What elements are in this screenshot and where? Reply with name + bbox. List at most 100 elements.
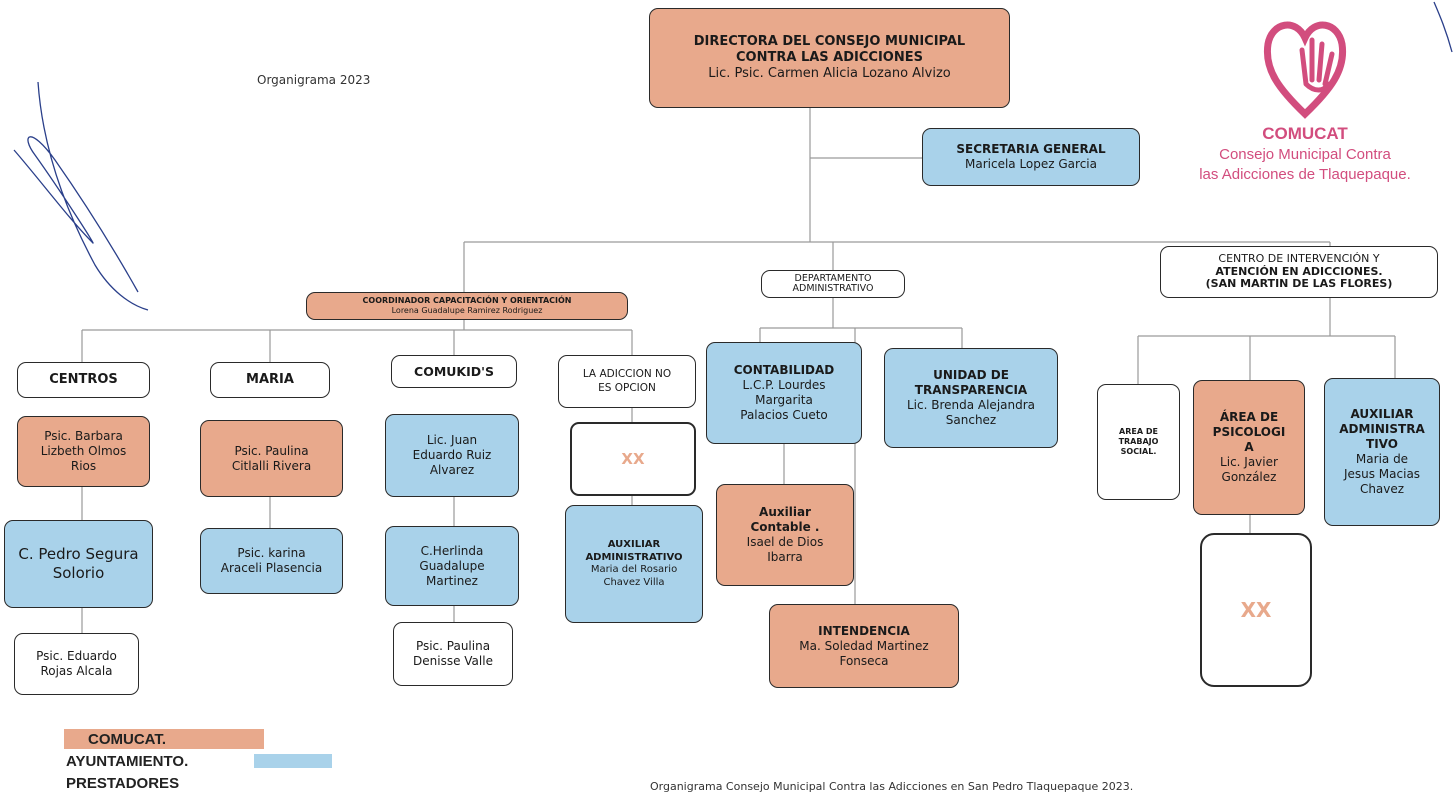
logo-line-2: las Adicciones de Tlaquepaque. [1199, 166, 1411, 183]
centros-person-3: Psic. Eduardo Rojas Alcala [14, 633, 139, 695]
signature-mark [13, 81, 149, 311]
coordinador-box: COORDINADOR CAPACITACIÓN Y ORIENTACIÓN L… [306, 292, 628, 320]
centros-p1-line-1: Psic. Barbara [44, 429, 123, 443]
aux-admin2-title-3: TIVO [1366, 437, 1398, 451]
comukids-p2-line-2: Guadalupe [419, 558, 485, 573]
centro-line-1: CENTRO DE INTERVENCIÓN Y [1218, 252, 1380, 266]
contabilidad-line-3: Palacios Cueto [740, 408, 828, 422]
maria-p1-line-1: Psic. Paulina [234, 443, 309, 458]
psicologia-title-3: A [1244, 440, 1254, 454]
contabilidad-title: CONTABILIDAD [733, 363, 835, 377]
transparencia-title-2: TRANSPARENCIA [914, 383, 1028, 397]
aux-contable-title-1: Auxiliar [759, 505, 811, 519]
maria-title: MARIA [246, 371, 294, 387]
secretaria-name: Maricela Lopez Garcia [965, 157, 1097, 171]
aux-admin2-title-2: ADMINISTRA [1339, 422, 1425, 436]
trabajo-social-line-1: AREA DE [1119, 427, 1158, 436]
centros-person-1: Psic. Barbara Lizbeth Olmos Rios [17, 416, 150, 487]
maria-header: MARIA [210, 362, 330, 398]
contabilidad-line-2: Margarita [755, 393, 813, 407]
centros-p2-line-2: Solorio [52, 564, 105, 582]
logo-line-1: Consejo Municipal Contra [1219, 146, 1391, 163]
comukids-p1-line-3: Alvarez [429, 463, 475, 477]
adiccion-line-2: ES OPCION [598, 381, 656, 394]
comukids-p2-line-3: Martinez [426, 573, 478, 588]
intendencia-title: INTENDENCIA [818, 623, 910, 638]
director-title-1: DIRECTORA DEL CONSEJO MUNICIPAL [693, 33, 966, 49]
centro-intervencion-box: CENTRO DE INTERVENCIÓN Y ATENCIÓN EN ADI… [1160, 246, 1438, 298]
aux-admin2-name-3: Chavez [1359, 482, 1405, 496]
centros-p2-line-1: C. Pedro Segura [18, 545, 139, 564]
departamento-line-2: ADMINISTRATIVO [792, 283, 874, 294]
departamento-line-1: DEPARTAMENTO [794, 272, 872, 284]
transparencia-name-1: Lic. Brenda Alejandra [906, 398, 1036, 412]
legend-comucat: COMUCAT. [88, 731, 167, 748]
maria-p2-line-1: Psic. karina [237, 546, 306, 560]
transparencia-box: UNIDAD DE TRANSPARENCIA Lic. Brenda Alej… [884, 348, 1058, 448]
logo-name: COMUCAT [1262, 124, 1348, 143]
maria-p2-line-2: Araceli Plasencia [220, 561, 323, 575]
comukids-p1-line-2: Eduardo Ruiz [412, 448, 492, 462]
comukids-person-2: C.Herlinda Guadalupe Martinez [385, 526, 519, 606]
centros-title: CENTROS [49, 371, 118, 387]
contabilidad-box: CONTABILIDAD L.C.P. Lourdes Margarita Pa… [706, 342, 862, 444]
centros-p3-line-1: Psic. Eduardo [36, 649, 117, 663]
director-name: Lic. Psic. Carmen Alicia Lozano Alvizo [708, 66, 951, 82]
centros-p1-line-3: Rios [70, 459, 97, 473]
departamento-box: DEPARTAMENTO ADMINISTRATIVO [761, 270, 905, 298]
adiccion-auxiliar-box: AUXILIAR ADMINISTRATIVO Maria del Rosari… [565, 505, 703, 623]
comucat-heart-hand-icon [1263, 21, 1347, 119]
legend-prestadores: PRESTADORES [66, 775, 180, 792]
adiccion-header: LA ADICCION NO ES OPCION [558, 355, 696, 408]
comukids-person-3: Psic. Paulina Denisse Valle [393, 622, 513, 686]
psicologia-name-1: Lic. Javier [1220, 455, 1278, 469]
aux-contable-name-1: Isael de Dios [746, 535, 824, 549]
centros-header: CENTROS [17, 362, 150, 398]
comukids-title: COMUKID'S [414, 363, 494, 379]
edge-mark [1433, 1, 1453, 53]
trabajo-social-line-2: TRABAJO [1118, 437, 1159, 446]
centros-person-2: C. Pedro Segura Solorio [4, 520, 153, 608]
transparencia-title-1: UNIDAD DE [933, 368, 1009, 382]
comukids-p1-line-1: Lic. Juan [426, 433, 478, 447]
auxiliar-administrativo-box: AUXILIAR ADMINISTRA TIVO Maria de Jesus … [1324, 378, 1440, 526]
secretaria-title: SECRETARIA GENERAL [956, 142, 1106, 156]
secretaria-box: SECRETARIA GENERAL Maricela Lopez Garcia [922, 128, 1140, 186]
comukids-person-1: Lic. Juan Eduardo Ruiz Alvarez [385, 414, 519, 497]
centro-line-3: (SAN MARTIN DE LAS FLORES) [1205, 277, 1393, 291]
organigrama-note: Organigrama 2023 [257, 73, 371, 87]
centros-p3-line-2: Rojas Alcala [40, 664, 113, 678]
director-title-2: CONTRA LAS ADICCIONES [736, 49, 923, 65]
centro-line-2: ATENCIÓN EN ADICCIONES. [1215, 264, 1383, 278]
comukids-p2-line-1: C.Herlinda [420, 543, 484, 558]
adiccion-aux-name-2: Chavez Villa [603, 576, 665, 588]
trabajo-social-box: AREA DE TRABAJO SOCIAL. [1097, 384, 1180, 500]
adiccion-line-1: LA ADICCION NO [582, 368, 672, 381]
director-box: DIRECTORA DEL CONSEJO MUNICIPAL CONTRA L… [649, 8, 1010, 108]
transparencia-name-2: Sanchez [945, 413, 997, 427]
psicologia-vacant-box: XX [1200, 533, 1312, 687]
maria-p1-line-2: Citlalli Rivera [231, 458, 312, 473]
psicologia-title-2: PSICOLOGI [1212, 425, 1286, 439]
intendencia-name-2: Fonseca [839, 653, 889, 668]
aux-admin2-name-1: Maria de [1355, 452, 1409, 466]
auxiliar-contable-box: Auxiliar Contable . Isael de Dios Ibarra [716, 484, 854, 586]
maria-person-1: Psic. Paulina Citlalli Rivera [200, 420, 343, 497]
adiccion-vacant-label: XX [621, 449, 645, 468]
legend-ayuntamiento: AYUNTAMIENTO. [66, 753, 189, 770]
adiccion-aux-name-1: Maria del Rosario [590, 564, 678, 575]
aux-contable-name-2: Ibarra [767, 550, 803, 564]
comukids-header: COMUKID'S [391, 355, 517, 388]
comukids-p3-line-2: Denisse Valle [413, 654, 493, 668]
maria-person-2: Psic. karina Araceli Plasencia [200, 528, 343, 594]
coordinador-title: COORDINADOR CAPACITACIÓN Y ORIENTACIÓN [362, 296, 572, 305]
psicologia-name-2: González [1221, 470, 1277, 484]
psicologia-box: ÁREA DE PSICOLOGI A Lic. Javier González [1193, 380, 1305, 515]
aux-admin2-name-2: Jesus Macias [1343, 467, 1421, 481]
adiccion-vacant-box: XX [570, 422, 696, 496]
contabilidad-line-1: L.C.P. Lourdes [742, 378, 826, 392]
footer-caption: Organigrama Consejo Municipal Contra las… [650, 780, 1134, 793]
centros-p1-line-2: Lizbeth Olmos [40, 444, 127, 458]
legend-swatch-comucat [64, 729, 264, 749]
trabajo-social-line-3: SOCIAL. [1120, 447, 1157, 456]
